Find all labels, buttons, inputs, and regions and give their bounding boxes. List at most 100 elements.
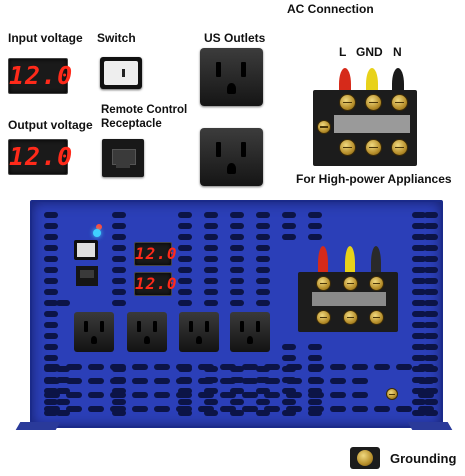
vent-slot (256, 388, 270, 394)
vent-slot (132, 378, 148, 384)
vent-slot (256, 245, 270, 251)
vent-slot (178, 245, 192, 251)
vent-slot (198, 378, 214, 384)
vent-slot (154, 364, 170, 370)
vent-slot (424, 355, 438, 361)
vent-slot (308, 410, 322, 416)
vent-slot (412, 212, 426, 218)
vent-slot (230, 410, 244, 416)
vent-slot (176, 378, 192, 384)
vent-slot (308, 234, 322, 240)
vent-slot (352, 406, 368, 412)
vent-slot (264, 392, 280, 398)
vent-slot (424, 322, 438, 328)
vent-slot (220, 392, 236, 398)
grounding-icon (350, 447, 380, 469)
vent-slot (198, 392, 214, 398)
vent-slot (256, 212, 270, 218)
vent-slot (412, 223, 426, 229)
vent-slot (242, 406, 258, 412)
power-switch[interactable] (100, 57, 142, 89)
vent-slot (424, 311, 438, 317)
panel-remote-port[interactable] (76, 266, 98, 286)
vent-slot (112, 212, 126, 218)
vent-slot (110, 392, 126, 398)
vent-slot (308, 223, 322, 229)
vent-slot (282, 388, 296, 394)
vent-slot (204, 256, 218, 262)
vent-slot (178, 212, 192, 218)
input-voltage-display: 12.0 (8, 58, 72, 94)
status-led-red (96, 224, 102, 230)
grounding-label: Grounding (390, 451, 457, 466)
high-power-label: For High-power Appliances (296, 172, 452, 186)
panel-display-bottom: 12.0 (134, 272, 177, 296)
vent-slot (56, 399, 70, 405)
panel-switch[interactable] (74, 240, 98, 260)
vent-slot (256, 267, 270, 273)
vent-slot (44, 278, 58, 284)
panel-terminal-block[interactable] (298, 246, 398, 332)
vent-slot (112, 300, 126, 306)
vent-slot (204, 278, 218, 284)
terminal-l-label: L (339, 45, 347, 59)
vent-slot (178, 256, 192, 262)
panel-grounding-stud[interactable] (386, 388, 398, 400)
vent-slot (412, 289, 426, 295)
vent-slot (204, 300, 218, 306)
vent-slot (424, 256, 438, 262)
terminal-n-label: N (393, 45, 402, 59)
vent-slot (44, 364, 60, 370)
vent-slot (330, 364, 346, 370)
output-voltage-label: Output voltage (8, 118, 93, 132)
vent-slot (256, 256, 270, 262)
vent-slot (56, 377, 70, 383)
panel-outlet-4[interactable] (230, 312, 270, 352)
vent-slot (424, 388, 438, 394)
remote-control-label: Remote Control Receptacle (101, 104, 188, 130)
vent-slot (56, 388, 70, 394)
vent-slot (204, 399, 218, 405)
remote-control-receptacle[interactable] (102, 139, 144, 177)
us-outlet-bottom[interactable] (200, 128, 263, 186)
vent-slot (374, 364, 390, 370)
vent-slot (44, 223, 58, 229)
vent-slot (154, 406, 170, 412)
vent-slot (44, 333, 58, 339)
vent-slot (56, 300, 70, 306)
vent-slot (112, 234, 126, 240)
vent-slot (418, 392, 434, 398)
vent-slot (424, 289, 438, 295)
vent-slot (230, 212, 244, 218)
vent-slot (178, 223, 192, 229)
vent-slot (412, 399, 426, 405)
vent-slot (44, 344, 58, 350)
vent-slot (44, 399, 58, 405)
vent-slot (44, 267, 58, 273)
vent-slot (286, 378, 302, 384)
us-outlet-top[interactable] (200, 48, 263, 106)
vent-slot (308, 355, 322, 361)
status-led-blue (93, 229, 101, 237)
panel-outlet-2[interactable] (127, 312, 167, 352)
vent-slot (112, 267, 126, 273)
ac-terminal-block[interactable] (309, 60, 421, 166)
vent-slot (396, 364, 412, 370)
vent-slot (412, 234, 426, 240)
vent-slot (424, 344, 438, 350)
panel-outlet-3[interactable] (179, 312, 219, 352)
vent-slot (44, 406, 60, 412)
vent-slot (412, 311, 426, 317)
vent-slot (220, 364, 236, 370)
mounting-foot-right (407, 422, 453, 430)
vent-slot (44, 300, 58, 306)
vent-slot (178, 399, 192, 405)
vent-slot (242, 364, 258, 370)
vent-slot (204, 388, 218, 394)
vent-slot (424, 278, 438, 284)
vent-slot (282, 399, 296, 405)
vent-slot (230, 300, 244, 306)
panel-outlet-1[interactable] (74, 312, 114, 352)
vent-slot (230, 388, 244, 394)
vent-slot (264, 406, 280, 412)
